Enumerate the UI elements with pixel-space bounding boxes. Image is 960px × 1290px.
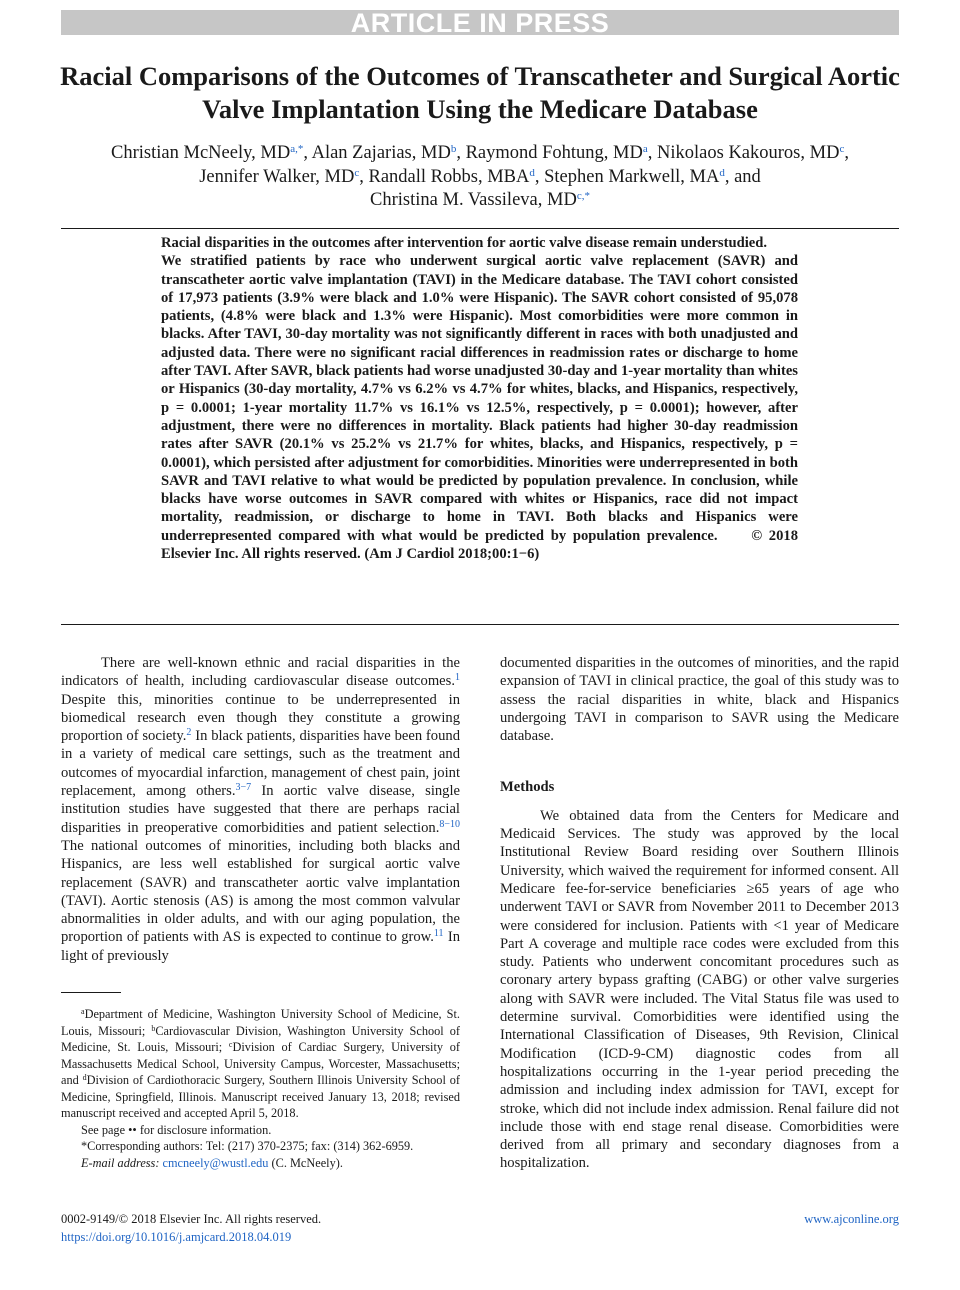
author-name: Stephen Markwell, MA <box>544 166 720 187</box>
right-column: documented disparities in the outcomes o… <box>500 654 899 1173</box>
issn-copyright: 0002-9149/© 2018 Elsevier Inc. All right… <box>61 1212 322 1226</box>
affiliation-marker: d <box>82 1073 87 1082</box>
author-7: Stephen Markwell, MAd, and <box>544 167 761 187</box>
reference-link[interactable]: 11 <box>433 928 444 940</box>
affiliation-text: Division of Cardiac Surgery, University … <box>61 1040 460 1087</box>
email-footnote: E-mail address: cmcneely@wustl.edu (C. M… <box>61 1155 460 1172</box>
footer-left: 0002-9149/© 2018 Elsevier Inc. All right… <box>61 1210 321 1246</box>
abstract-copyright: © 2018 Elsevier Inc. All rights reserved… <box>161 527 798 563</box>
disclosure-page-marker: •• <box>128 1122 137 1137</box>
author-affiliation-marker[interactable]: c <box>354 166 360 179</box>
article-in-press-banner: ARTICLE IN PRESS <box>61 10 899 37</box>
author-affiliation-marker[interactable]: a <box>642 143 648 155</box>
author-affiliation-marker[interactable]: c <box>839 143 845 155</box>
email-label: E-mail address: <box>81 1155 160 1170</box>
affiliation-text: Division of Cardiothoracic Surgery, Sout… <box>61 1073 460 1120</box>
abstract: Racial disparities in the outcomes after… <box>161 234 798 563</box>
abstract-bottom-rule <box>61 624 899 625</box>
author-separator: , <box>456 143 461 163</box>
reference-link[interactable]: 1 <box>455 672 460 684</box>
disclosure-footnote: See page •• for disclosure information. <box>61 1122 460 1139</box>
author-5: Jennifer Walker, MDc, <box>199 167 364 187</box>
author-separator: , and <box>724 166 761 187</box>
intro-text: There are well-known ethnic and racial d… <box>61 655 460 690</box>
affiliation-marker: b <box>151 1023 156 1033</box>
author-affiliation-marker[interactable]: d <box>529 166 535 179</box>
intro-paragraph: There are well-known ethnic and racial d… <box>61 654 460 965</box>
abstract-paragraph-body: We stratified patients by race who under… <box>161 252 798 563</box>
intro-text: The national outcomes of minorities, inc… <box>61 837 460 946</box>
disclosure-text: See page <box>81 1122 129 1137</box>
corresponding-footnote: *Corresponding authors: Tel: (217) 370-2… <box>81 1139 414 1153</box>
email-link[interactable]: cmcneely@wustl.edu <box>162 1155 269 1170</box>
abstract-paragraph-background: Racial disparities in the outcomes after… <box>161 235 767 251</box>
author-separator: , <box>303 143 308 163</box>
author-name: Christian McNeely, MD <box>111 143 291 163</box>
author-2: Alan Zajarias, MDb, <box>312 143 461 163</box>
abstract-body-text: We stratified patients by race who under… <box>161 253 798 544</box>
author-separator: , <box>534 166 540 187</box>
doi-link[interactable]: https://doi.org/10.1016/j.amjcard.2018.0… <box>61 1230 292 1244</box>
author-affiliation-marker[interactable]: d <box>719 166 725 179</box>
author-affiliation-marker[interactable]: b <box>450 143 457 155</box>
reference-link[interactable]: 3−7 <box>235 782 252 794</box>
reference-link[interactable]: 8−10 <box>439 818 460 830</box>
intro-text: Despite this, minorities continue to be … <box>61 691 460 745</box>
author-6: Randall Robbs, MBAd, <box>369 167 540 187</box>
affiliation-marker: a <box>81 1007 85 1016</box>
intro-text: In aortic valve disease, single institut… <box>61 783 461 836</box>
reference-link[interactable]: 2 <box>186 727 192 739</box>
footnotes: aDepartment of Medicine, Washington Univ… <box>61 1006 460 1171</box>
author-name: Jennifer Walker, MD <box>199 166 355 187</box>
author-list: Christian McNeely, MDa,*, Alan Zajarias,… <box>40 142 920 213</box>
author-name: Raymond Fohtung, MD <box>465 143 643 163</box>
author-separator: , <box>844 143 849 163</box>
methods-paragraph: We obtained data from the Centers for Me… <box>500 807 899 1172</box>
author-8: Christina M. Vassileva, MDc,* <box>370 190 590 210</box>
author-affiliation-marker[interactable]: a,* <box>290 143 304 155</box>
author-separator: , <box>647 143 653 163</box>
intro-text: In black patients, disparities have been… <box>61 728 460 800</box>
author-affiliation-marker[interactable]: c,* <box>576 190 590 202</box>
affiliations-footnote: aDepartment of Medicine, Washington Univ… <box>61 1006 460 1122</box>
intro-continued-paragraph: documented disparities in the outcomes o… <box>500 655 899 745</box>
article-title: Racial Comparisons of the Outcomes of Tr… <box>60 61 900 124</box>
affiliation-text: Cardiovascular Division, Washington Univ… <box>61 1023 460 1055</box>
author-4: Nikolaos Kakouros, MDc, <box>657 143 849 163</box>
methods-heading: Methods <box>500 779 555 796</box>
author-name: Christina M. Vassileva, MD <box>370 190 577 210</box>
disclosure-text: for disclosure information. <box>136 1122 272 1137</box>
author-1: Christian McNeely, MDa,*, <box>111 143 308 163</box>
abstract-top-rule <box>61 228 899 229</box>
email-owner: (C. McNeely). <box>268 1155 343 1170</box>
affiliation-marker: c <box>228 1040 233 1049</box>
author-3: Raymond Fohtung, MDa, <box>466 143 653 163</box>
affiliation-text: Department of Medicine, Washington Unive… <box>61 1007 460 1038</box>
footnote-rule <box>61 992 121 993</box>
author-name: Nikolaos Kakouros, MD <box>657 143 840 163</box>
left-column: There are well-known ethnic and racial d… <box>61 654 460 965</box>
intro-text: In light of previously <box>61 929 460 964</box>
journal-website-link[interactable]: www.ajconline.org <box>804 1212 899 1226</box>
author-name: Alan Zajarias, MD <box>311 143 451 163</box>
author-separator: , <box>359 166 364 187</box>
author-name: Randall Robbs, MBA <box>368 166 530 187</box>
